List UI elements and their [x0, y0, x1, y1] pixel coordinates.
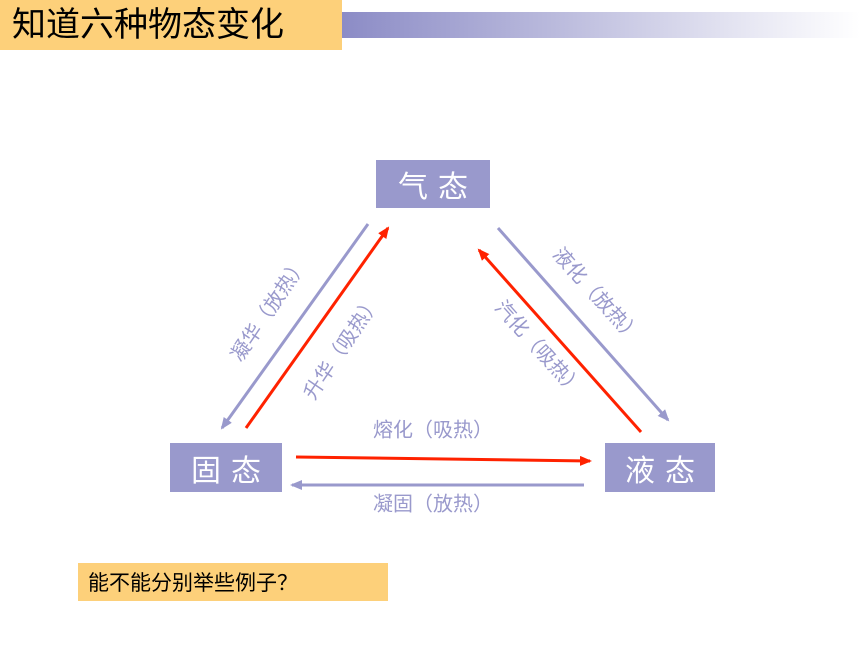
label-sublimation: 升华（吸热） — [298, 291, 385, 404]
label-melting: 熔化（吸热） — [373, 418, 493, 442]
question-text: 能不能分别举些例子？ — [88, 571, 298, 595]
page-title: 知道六种物态变化 — [12, 5, 284, 45]
label-freezing: 凝固（放热） — [373, 492, 493, 516]
label-deposition: 凝华（放热） — [225, 253, 312, 366]
arrow-liquefaction — [496, 227, 670, 422]
arrow-vaporization — [477, 248, 643, 433]
arrow-sublimation — [244, 226, 390, 429]
label-liquefaction: 液化（放热） — [548, 242, 646, 347]
arrow-deposition — [220, 223, 370, 430]
title-banner: 知道六种物态变化 — [0, 0, 342, 50]
state-box-gas: 气态 — [376, 160, 490, 208]
state-label-gas: 气态 — [398, 170, 478, 205]
arrow-melting — [295, 455, 592, 466]
state-box-liquid: 液态 — [605, 443, 715, 492]
question-banner: 能不能分别举些例子？ — [78, 563, 388, 601]
state-label-solid: 固态 — [191, 453, 271, 489]
title-gradient-bar — [342, 12, 860, 38]
state-box-solid: 固态 — [170, 443, 282, 492]
state-label-liquid: 液态 — [625, 453, 705, 489]
